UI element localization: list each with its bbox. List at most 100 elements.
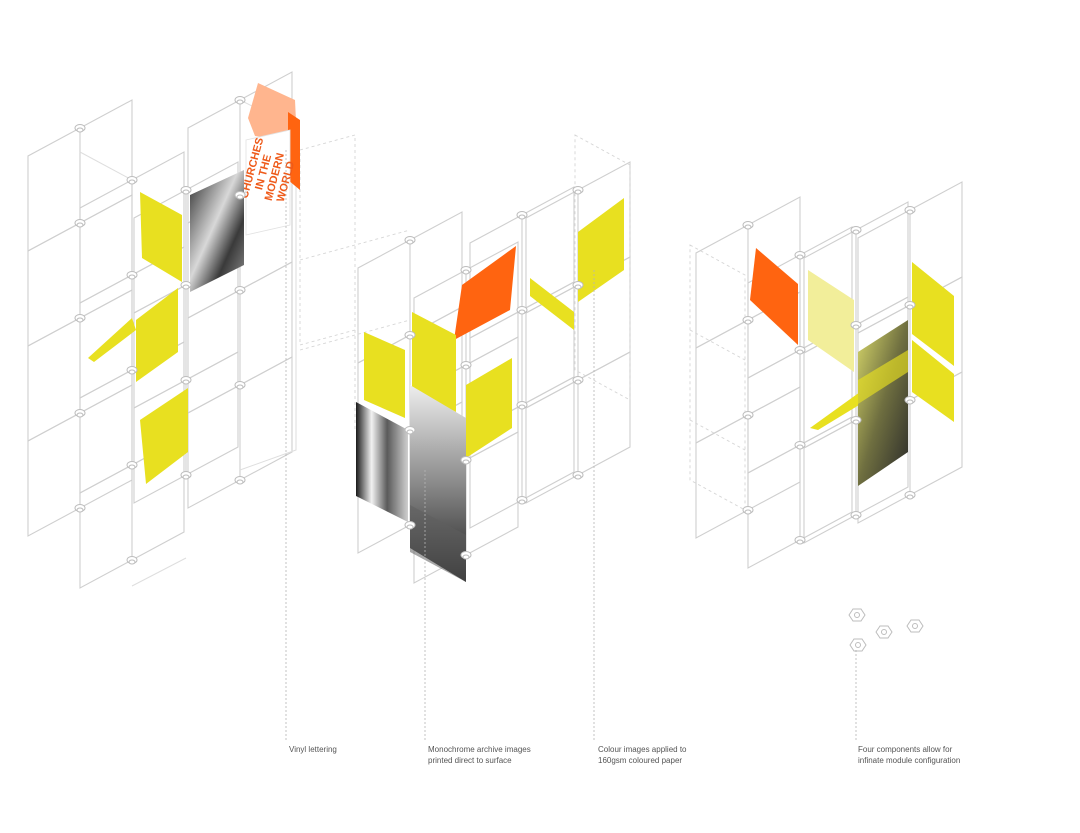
- joint-connector: [794, 346, 806, 355]
- left-module-panels: CHURCHES IN THE MODERN WORLD: [88, 83, 300, 484]
- joint-connector: [794, 536, 806, 545]
- joint-connector: [180, 471, 192, 480]
- frame-line: [855, 201, 909, 326]
- frame-line: [79, 194, 133, 319]
- yellow-panel: [88, 318, 136, 362]
- frame-line: [747, 349, 801, 474]
- frame-line: [799, 416, 853, 541]
- joint-connector: [904, 301, 916, 310]
- loose-component: [906, 619, 924, 633]
- frame-line: [79, 464, 133, 589]
- yellow-panel: [136, 288, 178, 382]
- joint-connector: [572, 376, 584, 385]
- joint-connector: [74, 409, 86, 418]
- yellow-panel: [140, 388, 188, 484]
- yellow-photo-panel: [858, 320, 908, 486]
- yellow-panel: [412, 312, 456, 412]
- frame-line: [79, 151, 187, 587]
- leader-lines: [285, 150, 857, 742]
- label-vinyl: Vinyl lettering: [289, 745, 337, 754]
- frame-line: [465, 431, 519, 556]
- joint-connector: [404, 236, 416, 245]
- frame-line: [747, 386, 801, 511]
- joint-connector: [516, 211, 528, 220]
- yellow-panel: [858, 350, 908, 404]
- frame-line: [577, 351, 631, 476]
- joint-connector: [460, 266, 472, 275]
- joint-connector: [126, 556, 138, 565]
- frame-line: [27, 412, 81, 537]
- joint-connector: [180, 376, 192, 385]
- loose-component: [848, 608, 866, 622]
- yellow-panel: [466, 358, 512, 458]
- joint-connector: [516, 306, 528, 315]
- joint-connector: [742, 221, 754, 230]
- yellow-panel: [140, 192, 182, 282]
- joint-connector: [404, 521, 416, 530]
- frame-line: [187, 289, 241, 414]
- joint-connector: [572, 471, 584, 480]
- joint-connector: [74, 504, 86, 513]
- loose-components: [848, 608, 924, 652]
- yellow-panel: [578, 198, 624, 302]
- joint-connector: [234, 381, 246, 390]
- loose-component: [849, 638, 867, 652]
- joint-connector: [460, 456, 472, 465]
- joint-connector: [234, 96, 246, 105]
- joint-connector: [904, 206, 916, 215]
- joint-connector: [794, 441, 806, 450]
- joint-connector: [460, 551, 472, 560]
- joint-connector: [180, 186, 192, 195]
- joint-connector: [742, 411, 754, 420]
- label-monochrome: Monochrome archive images printed direct…: [428, 745, 533, 765]
- frame-line: [79, 384, 133, 509]
- frame-line: [187, 384, 241, 509]
- yellow-panel: [364, 332, 405, 418]
- frame-line: [133, 379, 187, 504]
- joint-connector: [126, 271, 138, 280]
- joint-connector: [516, 401, 528, 410]
- joint-connector: [74, 314, 86, 323]
- joint-connector: [180, 281, 192, 290]
- joint-connector: [126, 461, 138, 470]
- joint-connector: [516, 496, 528, 505]
- joint-connector: [126, 176, 138, 185]
- frame-line: [27, 317, 81, 442]
- orange-panel: [454, 246, 516, 340]
- joint-connector: [850, 321, 862, 330]
- yellow-panel: [810, 392, 864, 430]
- monochrome-photo-panel: [190, 170, 244, 292]
- vinyl-lettering-panel: [245, 129, 291, 236]
- yellow-panel: [912, 262, 954, 366]
- frame-line: [803, 419, 857, 544]
- joint-connector: [742, 316, 754, 325]
- frame-line: [239, 356, 293, 481]
- joint-connector: [794, 251, 806, 260]
- right-module-panels: [750, 248, 954, 486]
- frame-line: [525, 379, 579, 504]
- joint-connector: [572, 281, 584, 290]
- frame-line: [747, 444, 801, 569]
- orange-panel: [750, 248, 798, 345]
- frame-line: [27, 222, 81, 347]
- joint-connector: [850, 511, 862, 520]
- ghost-frames: [299, 134, 746, 511]
- label-components: Four components allow for infinate modul…: [858, 745, 960, 765]
- frame-line: [185, 351, 239, 476]
- middle-module-panels: [356, 198, 624, 582]
- orange-edge-panel: [288, 112, 300, 190]
- joint-connector: [74, 124, 86, 133]
- module-joints: [74, 96, 916, 565]
- monochrome-photo-panel: [410, 505, 466, 582]
- joint-connector: [572, 186, 584, 195]
- joint-connector: [850, 416, 862, 425]
- frame-line: [79, 99, 133, 224]
- peach-panel: [248, 83, 297, 142]
- monochrome-photo-panel: [356, 402, 408, 522]
- frame-line: [27, 127, 81, 252]
- label-colour: Colour images applied to 160gsm coloured…: [598, 745, 689, 765]
- yellow-panel: [530, 278, 574, 330]
- joint-connector: [234, 476, 246, 485]
- joint-connector: [74, 219, 86, 228]
